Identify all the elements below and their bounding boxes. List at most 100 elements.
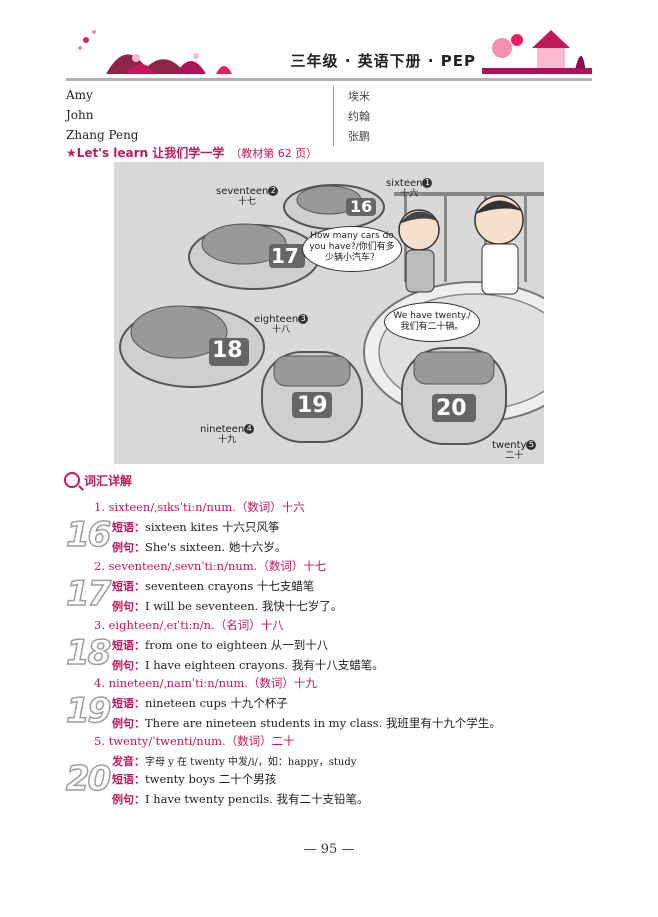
entry-text: I have twenty pencils. 我有二十支铅笔。 <box>145 792 369 806</box>
vocab-heading-text: 词汇详解 <box>84 474 133 488</box>
entry-line: 发音：字母 y 在 twenty 中发/i/，如：happy，study <box>112 753 356 769</box>
entry-big-number: 18 <box>65 632 112 674</box>
label-cn: 十六 <box>400 189 419 199</box>
entry-text: nineteen cups 十九个杯子 <box>145 696 288 710</box>
header-title: 三年级 · 英语下册 · PEP <box>290 52 476 70</box>
entry-text: from one to eighteen 从一到十八 <box>145 638 329 652</box>
label-en: nineteen <box>200 424 245 435</box>
name-cn: 张鹏 <box>348 130 370 143</box>
entry-line: 例句：There are nineteen students in my cla… <box>112 715 501 731</box>
car-number: 16 <box>350 197 373 216</box>
label-num: 2 <box>268 186 279 196</box>
lets-learn-title: Let's learn 让我们学一学 <box>76 146 225 160</box>
car-16 <box>283 184 385 230</box>
flower-decoration-icon <box>78 30 232 74</box>
label-cn: 二十 <box>505 451 524 461</box>
label-num: 4 <box>244 424 255 434</box>
vocab-entry: 4. nineteen/ˌnaɪnˈtiːn/num.（数词）十九 19 短语：… <box>65 675 592 733</box>
entry-text: seventeen crayons 十七支蜡笔 <box>145 579 315 593</box>
entry-tag: 例句： <box>112 717 145 730</box>
header-divider <box>66 78 592 81</box>
label-cn: 十九 <box>218 435 237 445</box>
car-20 <box>401 347 507 445</box>
magnifier-icon <box>64 472 80 488</box>
entry-head: 5. twenty/ˈtwenti/num.（数词）二十 <box>94 734 295 748</box>
car-number: 17 <box>271 244 299 268</box>
entry-text: 字母 y 在 twenty 中发/i/，如：happy，study <box>145 757 357 768</box>
vocab-heading: 词汇详解 <box>64 472 132 489</box>
page-number: — 95 — <box>303 842 355 857</box>
entry-big-number: 19 <box>65 690 112 732</box>
entry-head: 2. seventeen/ˌsevnˈtiːn/num.（数词）十七 <box>94 559 327 573</box>
entry-head: 1. sixteen/ˌsɪksˈtiːn/num.（数词）十六 <box>94 500 305 514</box>
scene-drawing <box>119 184 544 445</box>
entry-text: She's sixteen. 她十六岁。 <box>145 540 287 554</box>
entry-line: 短语：nineteen cups 十九个杯子 <box>112 695 288 711</box>
entry-big-number: 20 <box>65 758 112 800</box>
entry-tag: 例句： <box>112 541 145 554</box>
entry-text: I will be seventeen. 我快十七岁了。 <box>145 599 343 613</box>
entry-tag: 短语： <box>112 639 145 652</box>
label-en: twenty <box>492 440 527 451</box>
entry-tag: 例句： <box>112 659 145 672</box>
vocab-entry: 5. twenty/ˈtwenti/num.（数词）二十 20 发音：字母 y … <box>65 733 592 813</box>
label-en: eighteen <box>254 314 299 325</box>
entry-line: 例句：I have eighteen crayons. 我有十八支蜡笔。 <box>112 657 384 673</box>
name-row: Amy 埃米 <box>66 86 592 106</box>
speech-bubble-answer: We have twenty./我们有二十辆。 <box>384 302 480 342</box>
label-cn: 十七 <box>238 197 257 207</box>
entry-text: There are nineteen students in my class.… <box>145 716 501 730</box>
label-en: seventeen <box>216 186 269 197</box>
label-num: 3 <box>298 314 309 324</box>
name-en: John <box>66 108 94 122</box>
entry-text: twenty boys 二十个男孩 <box>145 772 277 786</box>
car-19 <box>261 351 363 443</box>
vocab-entry: 1. sixteen/ˌsɪksˈtiːn/num.（数词）十六 16 短语：s… <box>65 499 592 557</box>
entry-big-number: 16 <box>65 514 112 556</box>
label-cn: 十八 <box>272 325 291 335</box>
name-cn: 约翰 <box>348 110 370 123</box>
entry-tag: 短语： <box>112 521 145 534</box>
name-en: Zhang Peng <box>66 128 139 142</box>
entry-line: 例句：She's sixteen. 她十六岁。 <box>112 539 286 555</box>
speech-bubble-question: How many cars do you have?/你们有多少辆小汽车？ <box>302 226 402 272</box>
entry-line: 例句：I have twenty pencils. 我有二十支铅笔。 <box>112 791 368 807</box>
label-en: sixteen <box>386 178 423 189</box>
label-num: 5 <box>526 440 537 450</box>
lets-learn-heading: ★Let's learn 让我们学一学 （教材第 62 页） <box>66 144 317 161</box>
car-number: 20 <box>436 396 467 421</box>
name-row: Zhang Peng 张鹏 <box>66 126 592 146</box>
name-row: John 约翰 <box>66 106 592 126</box>
entry-tag: 短语： <box>112 697 145 710</box>
star-icon: ★ <box>66 146 77 160</box>
entry-tag: 发音： <box>112 755 145 768</box>
entry-head: 4. nineteen/ˌnaɪnˈtiːn/num.（数词）十九 <box>94 676 317 690</box>
vocab-entry: 2. seventeen/ˌsevnˈtiːn/num.（数词）十七 17 短语… <box>65 558 592 616</box>
car-18 <box>119 305 265 388</box>
car-number: 18 <box>212 338 243 363</box>
entry-text: I have eighteen crayons. 我有十八支蜡笔。 <box>145 658 384 672</box>
name-cn: 埃米 <box>348 90 370 103</box>
entry-tag: 短语： <box>112 580 145 593</box>
name-en: Amy <box>66 88 93 102</box>
page-header: 三年级 · 英语下册 · PEP <box>66 18 592 81</box>
entry-head: 3. eighteen/ˌeɪˈtiːn/n.（名词）十八 <box>94 618 284 632</box>
entry-line: 短语：sixteen kites 十六只风筝 <box>112 519 280 535</box>
entry-big-number: 17 <box>65 573 112 615</box>
names-table: Amy 埃米 John 约翰 Zhang Peng 张鹏 <box>66 86 592 146</box>
entry-tag: 例句： <box>112 793 145 806</box>
house-decoration-icon <box>482 30 592 74</box>
entry-line: 短语：from one to eighteen 从一到十八 <box>112 637 328 653</box>
lets-learn-page-ref: （教材第 62 页） <box>230 147 318 160</box>
car-17 <box>188 223 320 290</box>
car-number: 19 <box>297 393 328 418</box>
label-num: 1 <box>422 178 433 188</box>
entry-tag: 例句： <box>112 600 145 613</box>
entry-line: 短语：seventeen crayons 十七支蜡笔 <box>112 578 314 594</box>
